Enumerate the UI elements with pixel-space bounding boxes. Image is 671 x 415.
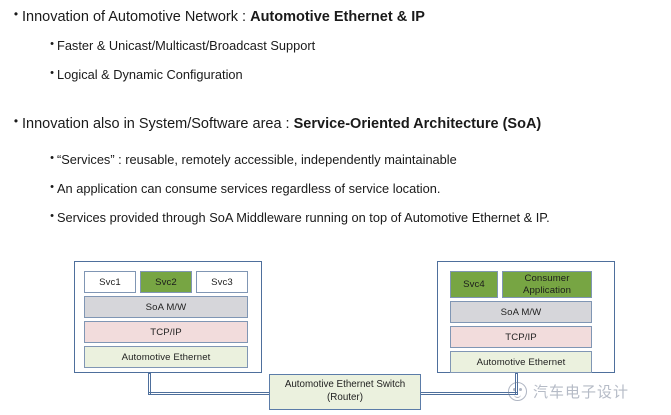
smiley-mouth-icon xyxy=(514,393,521,398)
layer-box-automotive-ethernet[interactable]: Automotive Ethernet xyxy=(450,351,592,373)
bullet-text: Logical & Dynamic Configuration xyxy=(57,67,243,83)
bullet-marker-icon: • xyxy=(50,210,54,223)
automotive-ethernet-switch-box[interactable]: Automotive Ethernet Switch (Router) xyxy=(269,374,421,410)
service-box-svc3[interactable]: Svc3 xyxy=(196,271,248,293)
service-box-svc4[interactable]: Svc4 xyxy=(450,271,498,298)
bullet-text-emphasis: Automotive Ethernet & IP xyxy=(250,9,425,25)
slide-body: • Innovation of Automotive Network : Aut… xyxy=(11,7,671,226)
service-box-svc1[interactable]: Svc1 xyxy=(84,271,136,293)
consumer-app-line1: Consumer xyxy=(524,273,570,285)
layer-box-tcpip[interactable]: TCP/IP xyxy=(450,326,592,348)
consumer-app-line2: Application xyxy=(522,284,572,296)
bullet-level1-soa: • Innovation also in System/Software are… xyxy=(11,114,671,133)
bullet-level2-services-def: • “Services” : reusable, remotely access… xyxy=(47,152,671,168)
layer-box-automotive-ethernet[interactable]: Automotive Ethernet xyxy=(84,346,248,368)
layer-box-tcpip[interactable]: TCP/IP xyxy=(84,321,248,343)
service-box-consumer-application[interactable]: Consumer Application xyxy=(502,271,592,298)
bullet-level2-faster: • Faster & Unicast/Multicast/Broadcast S… xyxy=(47,38,671,54)
bullet-marker-icon: • xyxy=(50,181,54,194)
bullet-text-plain: Innovation also in System/Software area … xyxy=(22,116,294,133)
bullet-text: Faster & Unicast/Multicast/Broadcast Sup… xyxy=(57,38,316,54)
bullet-text: Innovation also in System/Software area … xyxy=(11,115,671,133)
service-box-svc2[interactable]: Svc2 xyxy=(140,271,192,293)
bullet-marker-icon: • xyxy=(50,152,54,165)
bullet-text: An application can consume services rega… xyxy=(57,181,441,197)
bullet-text: Innovation of Automotive Network : Autom… xyxy=(11,8,671,26)
smiley-circle-logo-icon xyxy=(508,382,527,401)
bullet-level2-logical: • Logical & Dynamic Configuration xyxy=(47,67,671,83)
connector-right-horizontal xyxy=(418,392,518,395)
bullet-level2-consume: • An application can consume services re… xyxy=(47,181,671,197)
bullet-level2-middleware: • Services provided through SoA Middlewa… xyxy=(47,210,671,226)
switch-label-line2: (Router) xyxy=(327,392,363,403)
ecu-node-right: Svc4 Consumer Application SoA M/W TCP/IP… xyxy=(437,261,615,373)
layer-box-soa-middleware[interactable]: SoA M/W xyxy=(450,301,592,323)
layer-box-soa-middleware[interactable]: SoA M/W xyxy=(84,296,248,318)
bullet-marker-icon: • xyxy=(13,114,19,129)
bullet-marker-icon: • xyxy=(50,38,54,51)
connector-left-horizontal xyxy=(148,392,273,395)
watermark: 汽车电子设计 xyxy=(508,381,629,402)
watermark-text: 汽车电子设计 xyxy=(533,383,630,401)
bullet-marker-icon: • xyxy=(13,7,19,21)
switch-label-line1: Automotive Ethernet Switch xyxy=(284,379,406,391)
ecu-node-left: Svc1 Svc2 Svc3 SoA M/W TCP/IP Automotive… xyxy=(74,261,262,373)
bullet-level1-network: • Innovation of Automotive Network : Aut… xyxy=(11,7,671,26)
bullet-text-plain: Innovation of Automotive Network : xyxy=(22,9,251,25)
architecture-diagram: Svc1 Svc2 Svc3 SoA M/W TCP/IP Automotive… xyxy=(0,250,671,415)
bullet-text: Services provided through SoA Middleware… xyxy=(57,210,550,226)
bullet-text-emphasis: Service-Oriented Architecture (SoA) xyxy=(293,116,542,133)
bullet-marker-icon: • xyxy=(50,67,54,80)
bullet-text: “Services” : reusable, remotely accessib… xyxy=(57,152,457,168)
